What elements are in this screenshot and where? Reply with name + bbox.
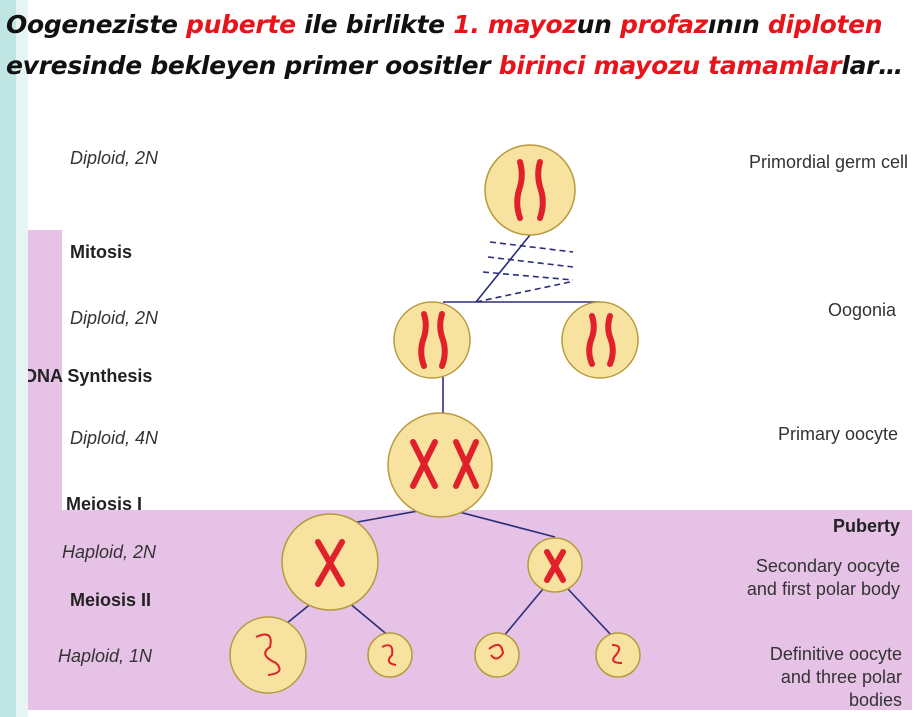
ploidy-label: Haploid, 1N xyxy=(58,646,153,666)
primordial-germ-cell xyxy=(484,144,576,236)
polar-body-cell xyxy=(367,632,413,678)
stage-label-meiosis-2: Meiosis II xyxy=(70,590,151,610)
heading-segment: Oogeneziste xyxy=(6,10,187,39)
heading-segment: puberte xyxy=(186,10,296,39)
chromosomes xyxy=(315,159,616,587)
puberty-band xyxy=(28,510,912,710)
heading-segment: 1. mayoz xyxy=(453,10,577,39)
heading-segment: birinci mayozu tamamlar xyxy=(498,51,842,80)
polar-body-cell xyxy=(474,632,520,678)
heading-segment: evresinde bekleyen primer oositler xyxy=(6,51,499,80)
cell-label-first-polar-body: and first polar body xyxy=(747,579,900,599)
polar-body-cell xyxy=(595,632,641,678)
oogonium-cell xyxy=(393,301,471,379)
decondensed-chromatin xyxy=(255,633,623,676)
primary-oocyte-cell xyxy=(387,412,493,518)
heading-segment: profaz xyxy=(620,10,708,39)
definitive-oocyte-cell xyxy=(229,616,307,694)
cell-label-primordial: Primordial germ cell xyxy=(749,152,908,172)
oogenesis-diagram: Diploid, 2N Mitosis Diploid, 2N DNA Synt… xyxy=(28,132,912,710)
stage-label-mitosis: Mitosis xyxy=(70,242,132,262)
slide-accent-strip-light xyxy=(16,0,28,717)
heading-segment: diploten xyxy=(767,10,883,39)
puberty-label: Puberty xyxy=(833,516,900,536)
cell-label-secondary-oocyte: Secondary oocyte xyxy=(756,556,900,576)
slide-accent-strip xyxy=(0,0,16,717)
cell-label-polar-bodies: and three polar xyxy=(781,667,902,687)
slide-heading: Oogeneziste puberte ile birlikte 1. mayo… xyxy=(6,4,906,86)
heading-segment: un xyxy=(576,10,620,39)
cell-label-oogonia: Oogonia xyxy=(828,300,897,320)
ploidy-label: Diploid, 2N xyxy=(70,148,159,168)
heading-segment: ile birlikte xyxy=(295,10,454,39)
cell-label-primary-oocyte: Primary oocyte xyxy=(778,424,898,444)
cell-label-definitive-oocyte: Definitive oocyte xyxy=(770,644,902,664)
ploidy-label: Diploid, 4N xyxy=(70,428,159,448)
oogonium-cell xyxy=(561,301,639,379)
stage-label-dna-synthesis: DNA Synthesis xyxy=(28,366,152,386)
stage-label-meiosis-1: Meiosis I xyxy=(66,494,142,514)
ploidy-label: Diploid, 2N xyxy=(70,308,159,328)
left-band xyxy=(28,230,62,510)
heading-segment: ının xyxy=(707,10,768,39)
heading-segment: lar… xyxy=(841,51,903,80)
cell-label-polar-bodies-cont: bodies xyxy=(849,690,902,710)
ploidy-label: Haploid, 2N xyxy=(62,542,157,562)
